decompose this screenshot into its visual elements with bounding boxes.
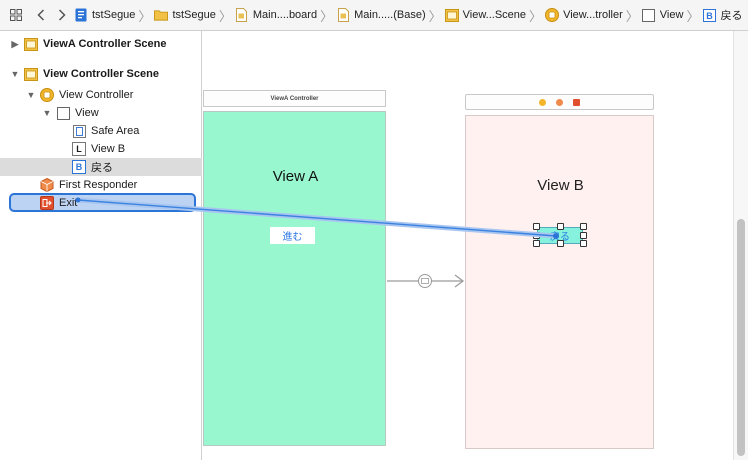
label-icon: L (72, 142, 86, 156)
storyboard-file-icon (336, 8, 350, 22)
jumpbar-label: tstSegue (172, 9, 216, 21)
button-icon: B (702, 8, 716, 22)
jumpbar-item-group[interactable]: tstSegue (154, 5, 216, 25)
path-separator-icon: 〉 (428, 8, 442, 24)
scene-a-view[interactable]: View A 進む (203, 111, 386, 446)
outline-label: Exit (59, 197, 78, 209)
outline-label: Safe Area (91, 125, 140, 137)
outline-label: View B (91, 143, 126, 155)
outline-label: ViewA Controller Scene (43, 38, 167, 50)
jumpbar-item-project[interactable]: tstSegue (74, 5, 135, 25)
view-b-label: View B (537, 177, 584, 194)
scene-icon (444, 8, 459, 22)
jumpbar-label: View (659, 9, 684, 21)
back-chevron-icon[interactable] (32, 5, 50, 25)
resize-handle[interactable] (580, 223, 587, 230)
resize-handle[interactable] (580, 232, 587, 239)
path-separator-icon: 〉 (320, 8, 334, 24)
vertical-scrollbar[interactable] (733, 31, 748, 460)
jumpbar-label: View...troller (563, 9, 623, 21)
scene-icon (24, 67, 38, 81)
outline-row-safe-area[interactable]: Safe Area (0, 122, 202, 140)
scene-b-view[interactable]: View B 戻る (465, 115, 654, 449)
scene-a-title-bar[interactable]: ViewA Controller (203, 90, 386, 107)
scene-a-title: ViewA Controller (270, 95, 319, 102)
first-responder-icon[interactable] (556, 98, 563, 106)
scrollbar-thumb[interactable] (737, 219, 745, 456)
first-responder-icon (40, 178, 54, 192)
outline-row-view-controller-scene[interactable]: ▼ View Controller Scene (0, 65, 202, 83)
jumpbar-label: tstSegue (92, 9, 136, 21)
path-separator-icon: 〉 (686, 8, 700, 24)
view-a-label: View A (272, 168, 319, 185)
outline-label: First Responder (59, 179, 138, 191)
jumpbar-label: Main.....(Base) (354, 9, 426, 21)
path-separator-icon: 〉 (218, 8, 232, 24)
outline-label: View Controller Scene (43, 68, 159, 80)
exit-icon[interactable] (573, 98, 580, 106)
disclosure-triangle-icon[interactable]: ▼ (42, 108, 52, 118)
jumpbar-item-scene[interactable]: View...Scene (444, 5, 527, 25)
path-separator-icon: 〉 (625, 8, 639, 24)
disclosure-triangle-icon[interactable]: ▶ (11, 38, 19, 49)
storyboard-file-icon (235, 8, 249, 22)
folder-icon (154, 8, 169, 22)
jumpbar-label: View...Scene (462, 9, 527, 21)
resize-handle[interactable] (557, 223, 564, 230)
path-separator-icon: 〉 (138, 8, 152, 24)
disclosure-triangle-icon[interactable]: ▼ (26, 90, 36, 100)
outline-label: View (75, 107, 99, 119)
view-icon (642, 8, 656, 22)
exit-icon (40, 196, 54, 210)
resize-handle[interactable] (533, 240, 540, 247)
button-icon: B (72, 160, 86, 174)
disclosure-triangle-icon[interactable]: ▼ (10, 69, 20, 79)
jumpbar-item-localization[interactable]: Main.....(Base) (336, 5, 426, 25)
svg-text:B: B (706, 11, 713, 21)
safe-area-icon (72, 124, 86, 138)
view-controller-icon (40, 88, 54, 102)
view-icon (56, 106, 70, 120)
view-controller-icon (545, 8, 560, 22)
related-items-icon[interactable] (0, 5, 32, 25)
jumpbar-label: 戻る (720, 10, 743, 22)
outline-label: 戻る (91, 162, 113, 174)
outline-row-view-controller[interactable]: ▼ View Controller (0, 86, 202, 104)
forward-button[interactable]: 進む (270, 227, 315, 244)
jumpbar-item-button[interactable]: B 戻る (702, 5, 742, 25)
path-separator-icon: 〉 (529, 8, 543, 24)
jumpbar-item-view[interactable]: View (642, 5, 684, 25)
project-icon (74, 8, 88, 22)
jump-bar: tstSegue 〉 tstSegue 〉 Main....board 〉 Ma… (0, 0, 748, 31)
outline-row-exit[interactable]: Exit (0, 194, 202, 212)
resize-handle[interactable] (557, 240, 564, 247)
jumpbar-label: Main....board (252, 9, 318, 21)
resize-handle[interactable] (533, 232, 540, 239)
outline-row-viewa-scene[interactable]: ▶ ViewA Controller Scene (0, 35, 202, 53)
outline-row-label[interactable]: L View B (0, 140, 202, 158)
scene-icon (24, 37, 38, 51)
resize-handle[interactable] (580, 240, 587, 247)
jumpbar-item-controller[interactable]: View...troller (545, 5, 623, 25)
document-outline: ▶ ViewA Controller Scene ▼ View Controll… (0, 31, 202, 460)
forward-chevron-icon[interactable] (50, 5, 74, 25)
jumpbar-item-storyboard[interactable]: Main....board (235, 5, 317, 25)
outline-label: View Controller (59, 89, 134, 101)
outline-row-view[interactable]: ▼ View (0, 104, 202, 122)
outline-row-back-button[interactable]: B 戻る (0, 158, 202, 176)
storyboard-canvas[interactable]: ViewA Controller View A 進む View B 戻る (203, 31, 748, 460)
scene-b-dock[interactable] (465, 94, 654, 110)
outline-row-first-responder[interactable]: First Responder (0, 176, 202, 194)
view-controller-icon[interactable] (539, 98, 546, 106)
resize-handle[interactable] (533, 223, 540, 230)
